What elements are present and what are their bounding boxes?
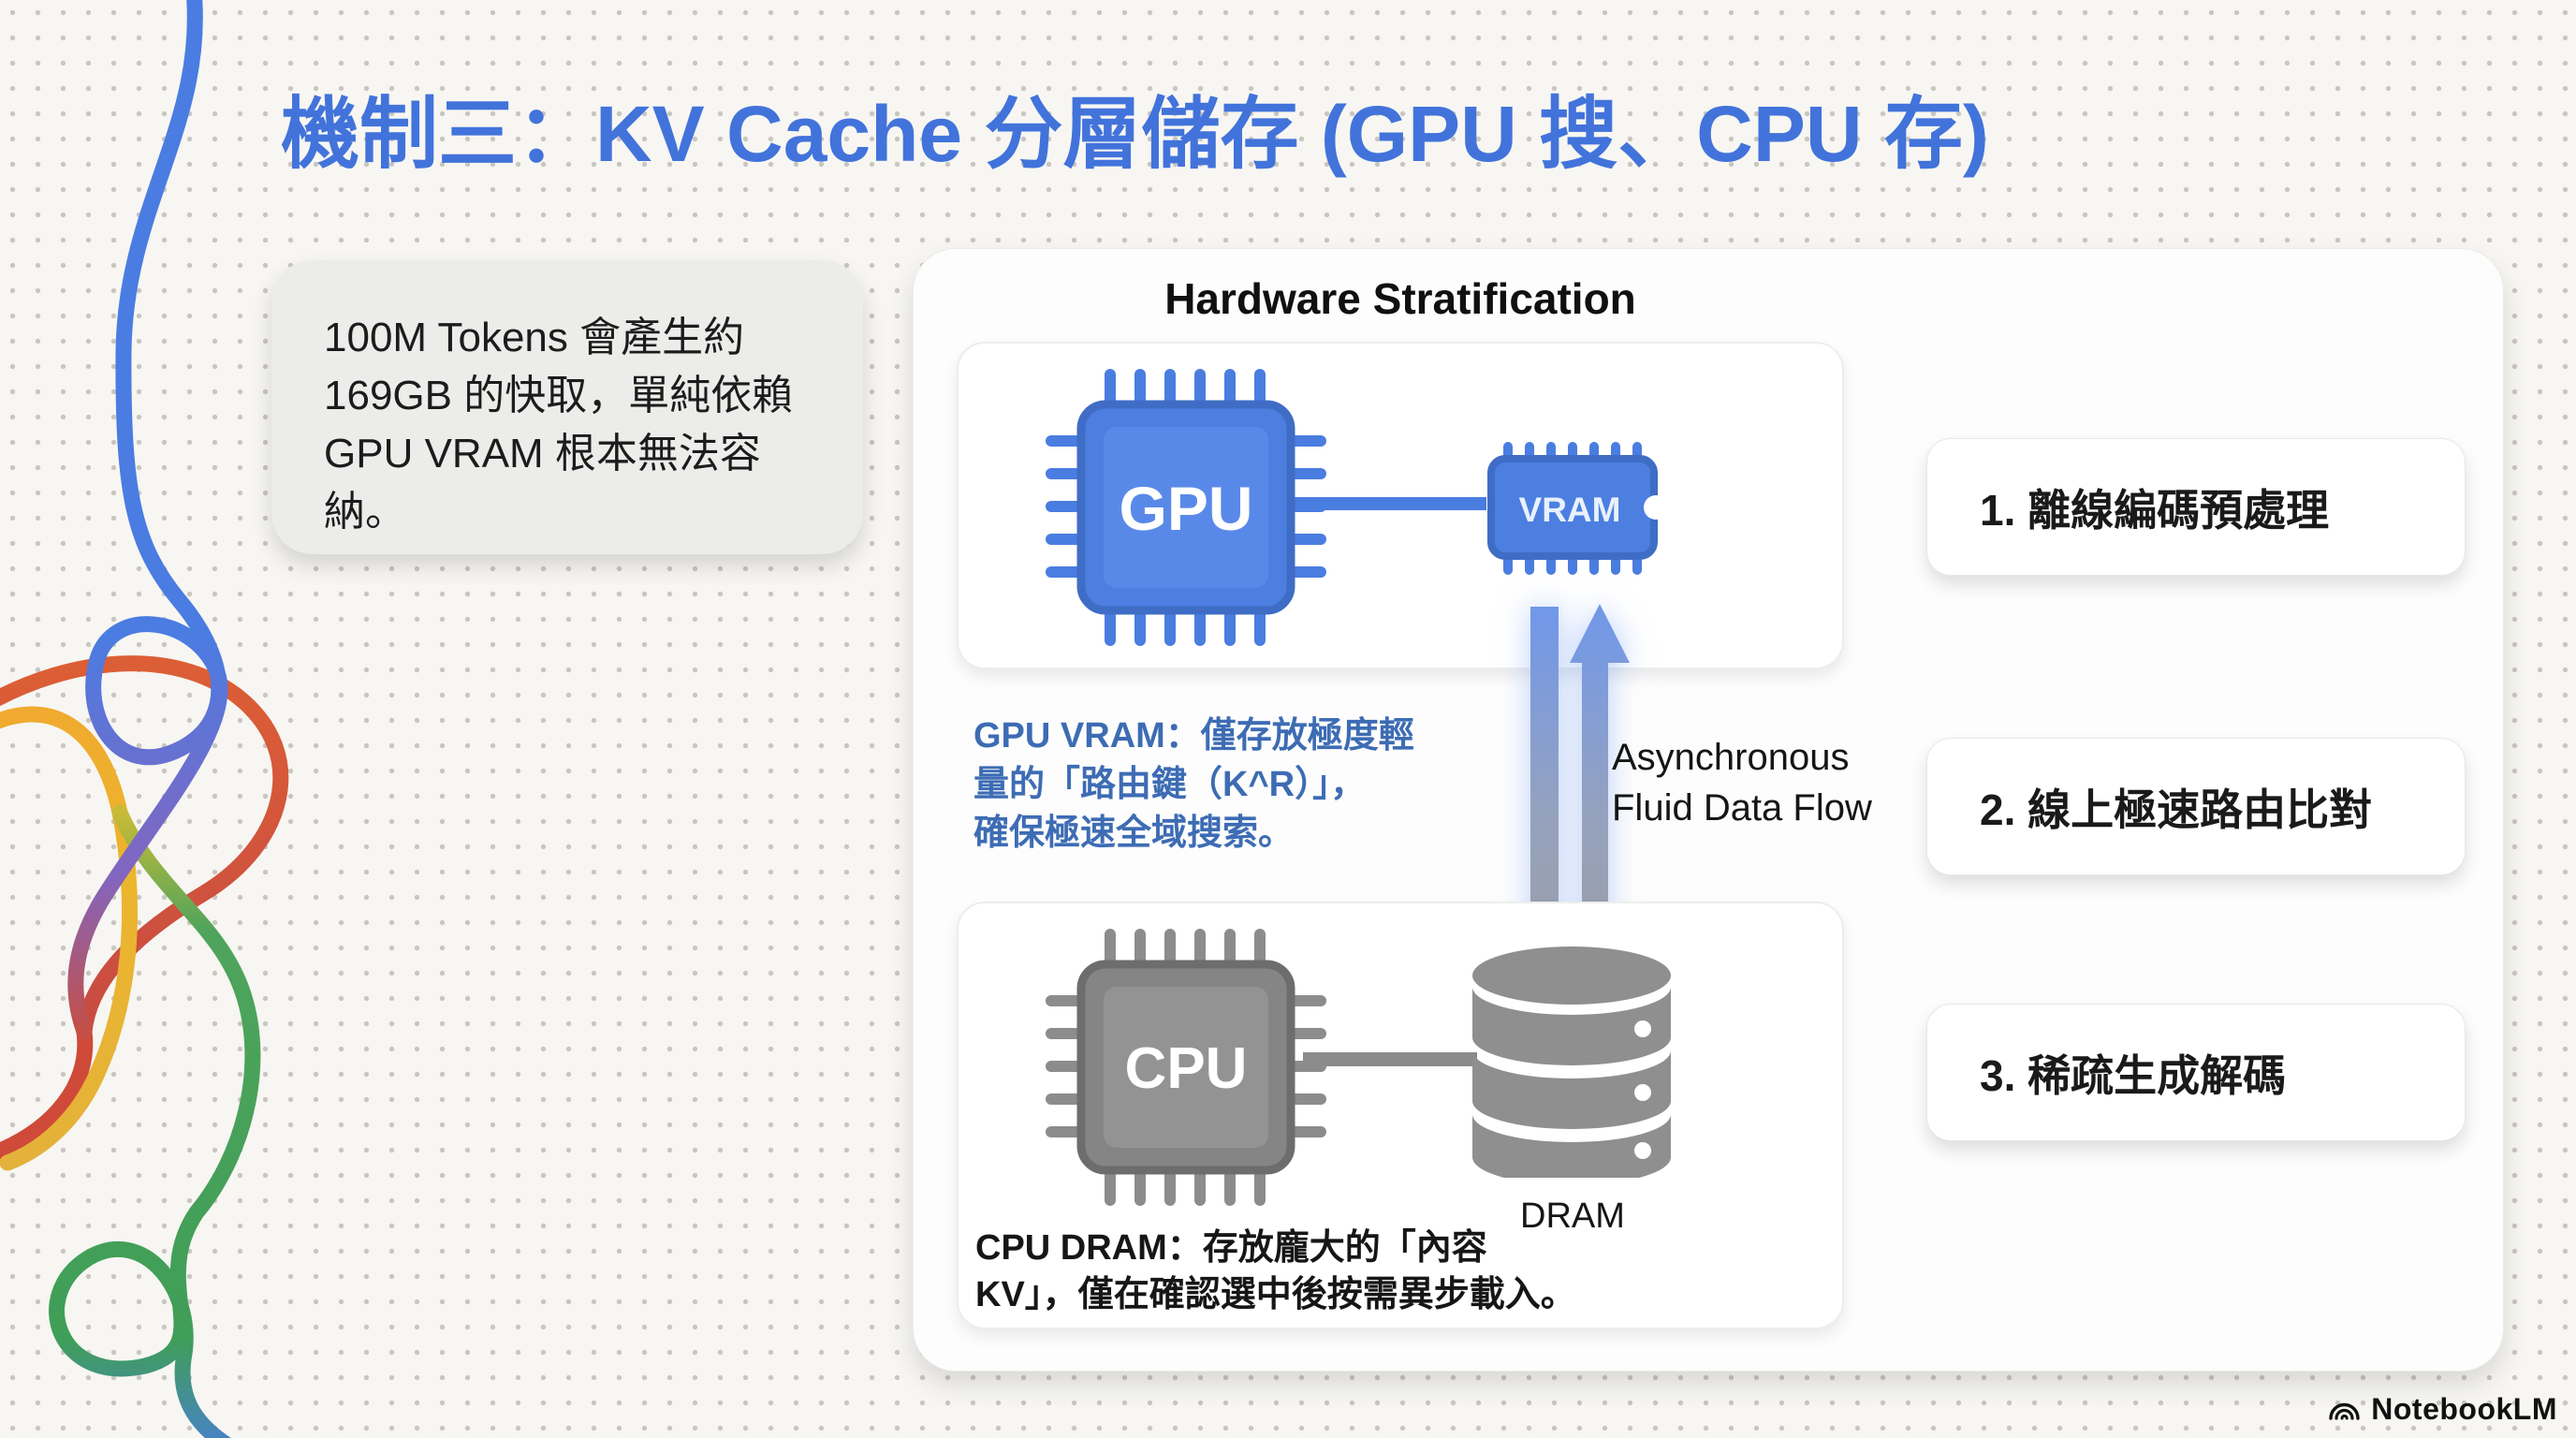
brand: NotebookLM xyxy=(2326,1391,2557,1427)
cpu-chip-label: CPU xyxy=(1125,1036,1248,1101)
step-1-label: 1. 離線編碼預處理 xyxy=(1980,485,2330,535)
cpu-dram-caption: CPU DRAM：存放龐大的「內容 KV」，僅在確認選中後按需異步載入。 xyxy=(975,1228,1576,1314)
diagram-heading: Hardware Stratification xyxy=(1164,274,1636,323)
dram-label: DRAM xyxy=(1520,1196,1625,1236)
gpu-vram-caption: GPU VRAM：僅存放極度輕 量的「路由鍵（K^R）」， 確保極速全域搜索。 xyxy=(973,716,1414,853)
gpu-chip-icon: GPU xyxy=(1046,369,1326,646)
note-box: 100M Tokens 會產生約 169GB 的快取，單純依賴 GPU VRAM… xyxy=(271,260,863,554)
step-2-label: 2. 線上極速路由比對 xyxy=(1980,785,2373,834)
note-text: 100M Tokens 會產生約 169GB 的快取，單純依賴 GPU VRAM… xyxy=(324,315,794,535)
cpu-chip-icon: CPU xyxy=(1046,929,1326,1206)
step-box-1: 1. 離線編碼預處理 xyxy=(1926,438,2466,576)
notebooklm-icon xyxy=(2329,1402,2360,1420)
gpu-vram-connector xyxy=(1294,497,1486,510)
vram-chip-label: VRAM xyxy=(1519,491,1621,529)
step-box-2: 2. 線上極速路由比對 xyxy=(1926,738,2466,875)
page-title: 機制三：KV Cache 分層儲存 (GPU 搜、CPU 存) xyxy=(281,90,1989,178)
gpu-chip-label: GPU xyxy=(1119,474,1252,543)
step-3-label: 3. 稀疏生成解碼 xyxy=(1980,1050,2287,1100)
flow-label: Asynchronous Fluid Data Flow xyxy=(1612,737,1872,829)
brand-name: NotebookLM xyxy=(2371,1391,2557,1426)
dram-database-icon xyxy=(1472,946,1671,1178)
vram-chip-icon: VRAM xyxy=(1487,442,1663,575)
ribbon-decoration xyxy=(0,0,289,1438)
cpu-dram-connector xyxy=(1303,1052,1477,1066)
step-box-3: 3. 稀疏生成解碼 xyxy=(1926,1004,2466,1141)
